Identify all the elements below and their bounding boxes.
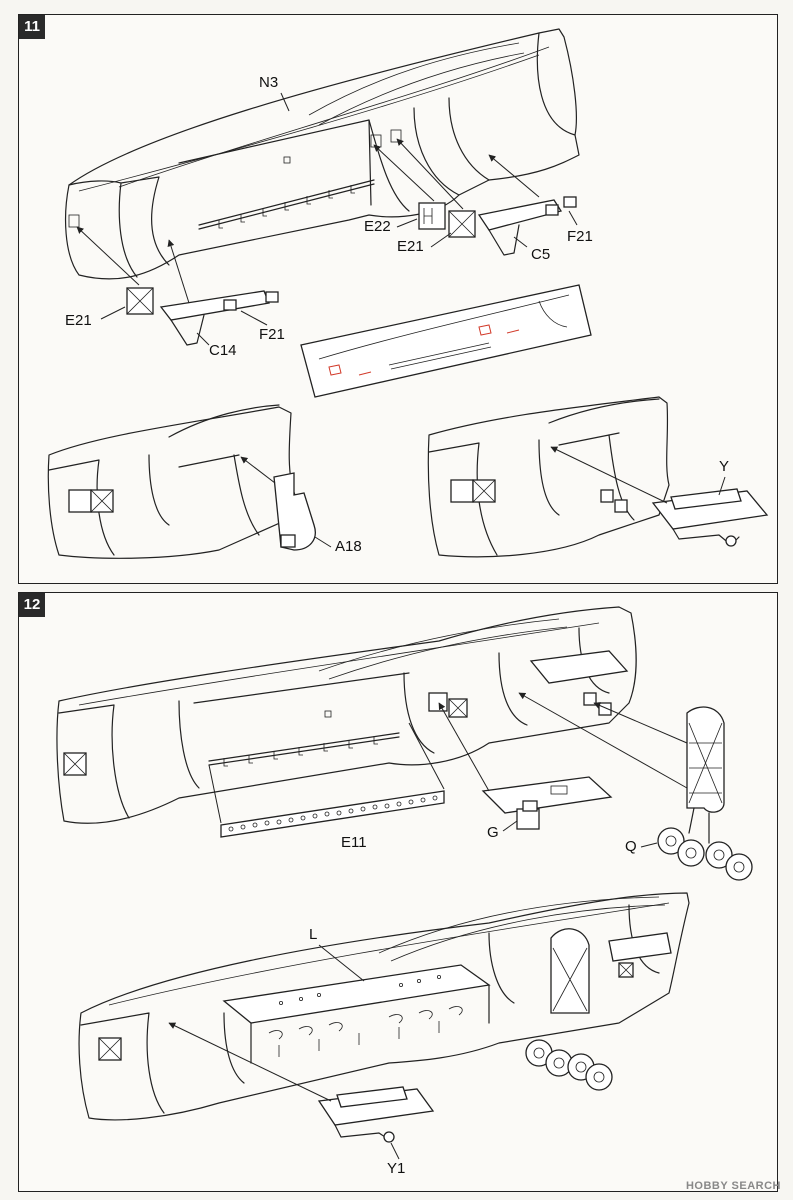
subview-y [427, 396, 670, 558]
fuselage-lower [78, 892, 690, 1121]
label-a18: A18 [335, 538, 362, 555]
label-e21-right: E21 [397, 238, 424, 255]
label-e22: E22 [364, 218, 391, 235]
label-y1: Y1 [387, 1160, 405, 1177]
step-12-panel: 12 [18, 592, 778, 1192]
fuselage-n3 [65, 28, 580, 280]
label-f21-left: F21 [259, 326, 285, 343]
part-e21-box-left [126, 287, 154, 315]
inset-reference [300, 284, 592, 398]
step-number: 11 [19, 15, 45, 39]
label-e11: E11 [341, 834, 367, 851]
label-e21-left: E21 [65, 312, 92, 329]
step-number: 12 [19, 593, 45, 617]
part-l-platform [222, 964, 491, 1064]
part-y1-tray [317, 1086, 435, 1143]
subview-a18 [47, 404, 310, 559]
watermark: HOBBY SEARCH [685, 1180, 781, 1192]
step-11-panel: 11 [18, 14, 778, 584]
part-g-plate [481, 776, 613, 830]
part-y-tray [651, 488, 769, 547]
part-c14-bracket [159, 290, 279, 346]
step-12-illustration: E11 G Q [56, 606, 753, 1177]
label-f21-right: F21 [567, 228, 593, 245]
label-c5: C5 [531, 246, 550, 263]
label-c14: C14 [209, 342, 237, 359]
label-n3: N3 [259, 74, 278, 91]
part-q-landing-gear [657, 706, 753, 881]
step-11-illustration: N3 E22 E21 C5 F21 [47, 28, 769, 559]
part-c5-bracket [477, 196, 577, 256]
part-a18 [273, 472, 316, 551]
part-e11-strip [220, 790, 445, 838]
label-g: G [487, 824, 499, 841]
label-l: L [309, 926, 317, 943]
label-q: Q [625, 838, 637, 855]
part-e21-box-right [448, 210, 476, 238]
part-e22-box [418, 202, 446, 230]
label-y: Y [719, 458, 729, 475]
fuselage-upper [56, 606, 637, 824]
